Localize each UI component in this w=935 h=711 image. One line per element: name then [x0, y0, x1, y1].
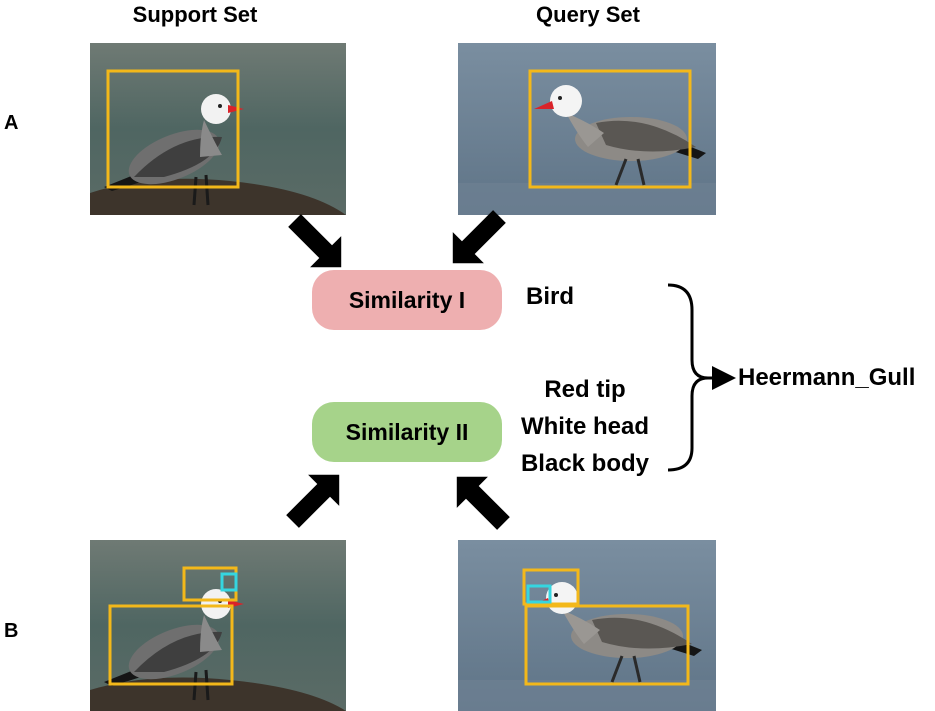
- query-photo-a: [458, 43, 716, 215]
- beak-bounding-box: [526, 584, 552, 604]
- feature-red-tip: Red tip: [544, 376, 626, 403]
- grouping-brace: [667, 283, 709, 472]
- similarity-one-box: Similarity I: [312, 270, 502, 330]
- row-label-a: A: [4, 112, 19, 134]
- arrow-support-b-to-sim2: [286, 474, 340, 528]
- query-set-heading: Query Set: [536, 2, 640, 27]
- beak-bounding-box: [220, 572, 238, 592]
- bounding-box: [106, 69, 240, 189]
- body-bounding-box: [108, 604, 234, 686]
- support-photo-b: [90, 540, 346, 711]
- bounding-box: [528, 69, 692, 189]
- query-photo-b: [458, 540, 716, 711]
- similarity-one-label: Similarity I: [348, 286, 466, 313]
- similarity-two-label: Similarity II: [345, 418, 469, 445]
- body-bounding-box: [524, 604, 690, 686]
- support-photo-a: [90, 43, 346, 215]
- similarity-two-box: Similarity II: [312, 402, 502, 462]
- head-bounding-box: [522, 568, 580, 606]
- feature-bird: Bird: [526, 283, 574, 310]
- support-set-heading: Support Set: [132, 2, 258, 27]
- row-label-b: B: [4, 620, 19, 642]
- feature-black-body: Black body: [520, 450, 650, 477]
- result-label: Heermann_Gull: [738, 364, 916, 391]
- feature-white-head: White head: [520, 413, 649, 440]
